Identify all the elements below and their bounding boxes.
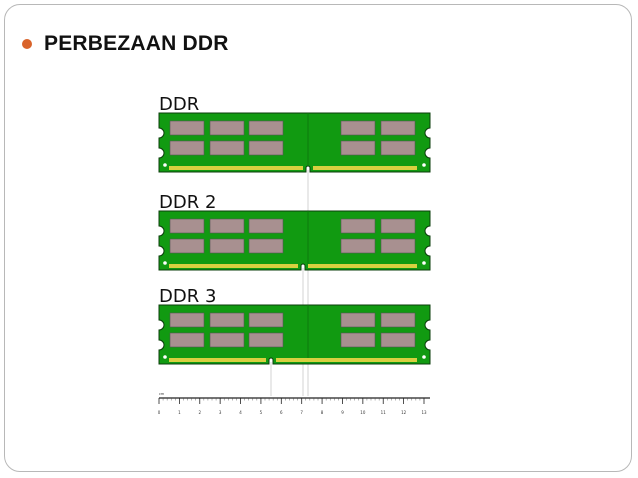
ddr-chip: [380, 140, 416, 156]
ruler-tick-label: 9: [341, 410, 344, 415]
ddr2-chip: [248, 238, 284, 254]
ddr-chip: [340, 120, 376, 136]
ruler-tick-label: 5: [260, 410, 263, 415]
ddr2-label: DDR 2: [159, 192, 216, 213]
ddr3-chip: [209, 332, 245, 348]
ddr3-label: DDR 3: [159, 286, 216, 307]
ddr-mount-hole: [422, 163, 426, 167]
ddr2-mount-hole: [422, 261, 426, 265]
ruler-unit-label: cm: [159, 392, 165, 396]
ddr-chip: [209, 140, 245, 156]
ddr-chip: [169, 120, 205, 136]
ddr3-chip: [248, 332, 284, 348]
ddr2-chip: [380, 238, 416, 254]
ddr3-pins-left: [169, 358, 266, 362]
ruler-tick-label: 3: [219, 410, 222, 415]
ruler-tick-label: 1: [178, 410, 181, 415]
ddr-chip: [248, 140, 284, 156]
ddr2-chip: [209, 218, 245, 234]
ddr3-chip: [380, 312, 416, 328]
title-row: PERBEZAAN DDR: [22, 32, 229, 56]
ruler-tick-label: 2: [198, 410, 201, 415]
ddr3-pins-right: [276, 358, 417, 362]
ddr-chip: [380, 120, 416, 136]
ddr3-mount-hole: [422, 355, 426, 359]
ddr3-chip: [169, 312, 205, 328]
ddr2-chip: [380, 218, 416, 234]
ddr3-module: DDR 3: [158, 286, 431, 365]
ddr-pins-right: [313, 166, 417, 170]
ddr-chip: [340, 140, 376, 156]
ruler-tick-label: 7: [300, 410, 303, 415]
ddr3-chip: [380, 332, 416, 348]
ddr2-pins-right: [308, 264, 417, 268]
ddr3-chip: [209, 312, 245, 328]
bullet-icon: [22, 39, 32, 49]
ddr-pins-left: [169, 166, 303, 170]
ddr2-mount-hole: [163, 261, 167, 265]
ddr3-mount-hole: [163, 355, 167, 359]
ruler-tick-label: 10: [360, 410, 366, 415]
ruler-tick-label: 12: [401, 410, 407, 415]
ddr2-pins-left: [169, 264, 298, 268]
ddr2-chip: [340, 218, 376, 234]
ddr-module: DDR: [158, 94, 431, 173]
ddr3-chip: [340, 332, 376, 348]
ddr3-chip: [169, 332, 205, 348]
ddr-mount-hole: [163, 163, 167, 167]
ruler-tick-label: 13: [421, 410, 427, 415]
ddr2-chip: [209, 238, 245, 254]
ruler-tick-label: 0: [158, 410, 161, 415]
slide-title: PERBEZAAN DDR: [44, 32, 229, 55]
ddr2-chip: [340, 238, 376, 254]
ruler-tick-label: 4: [239, 410, 242, 415]
ddr3-chip: [248, 312, 284, 328]
ruler-tick-label: 11: [381, 410, 387, 415]
ddr-label: DDR: [159, 94, 199, 115]
ddr-chip: [209, 120, 245, 136]
ddr-chip: [248, 120, 284, 136]
ruler-tick-label: 6: [280, 410, 283, 415]
ruler-tick-label: 8: [321, 410, 324, 415]
ddr2-chip: [169, 218, 205, 234]
ddr2-module: DDR 2: [158, 192, 431, 271]
ddr2-chip: [169, 238, 205, 254]
ddr3-chip: [340, 312, 376, 328]
ddr2-chip: [248, 218, 284, 234]
ddr-chip: [169, 140, 205, 156]
